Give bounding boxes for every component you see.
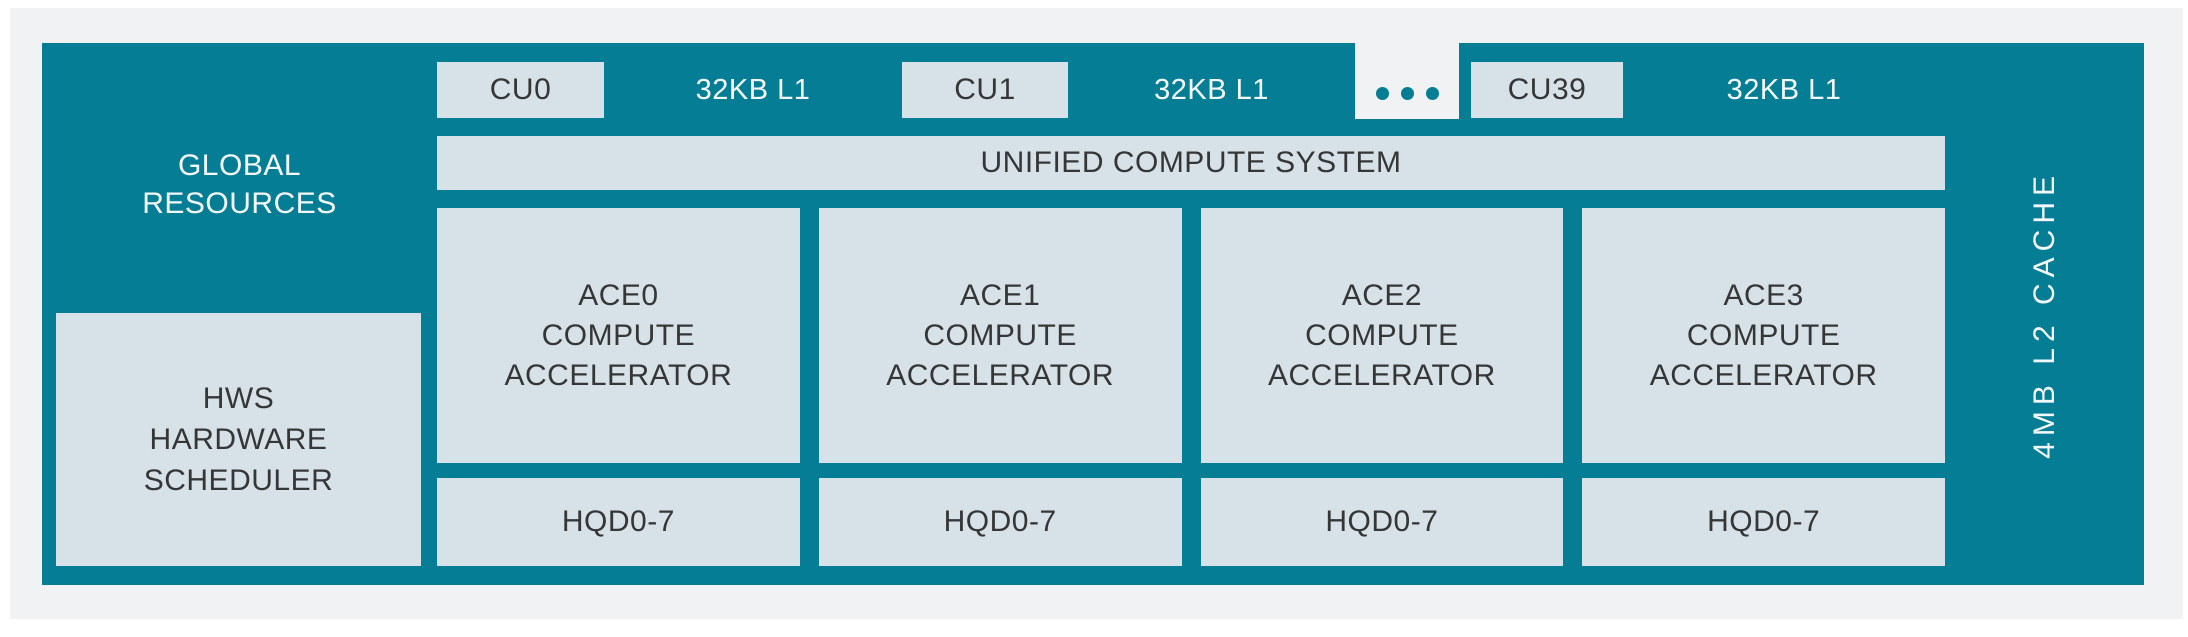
hqd-row: HQD0-7 HQD0-7 HQD0-7 HQD0-7 [437,478,1945,566]
ace1-line: ACE1 [959,278,1041,312]
l1-cache-label-1: 32KB L1 [604,62,902,118]
cu0-label: CU0 [489,73,552,106]
l1-cache-label-2: 32KB L1 [1068,62,1355,118]
cu0-box: CU0 [437,62,604,118]
ace0-hqd-box: HQD0-7 [437,478,800,566]
ace3-hqd-box: HQD0-7 [1582,478,1945,566]
ace3-line: ACCELERATOR [1649,358,1878,392]
l1-cache-text: 32KB L1 [1154,73,1269,106]
ace3-box: ACE3 COMPUTE ACCELERATOR [1582,208,1945,463]
ace2-hqd-box: HQD0-7 [1200,478,1564,566]
ace2-hqd-label: HQD0-7 [1325,505,1439,538]
ellipsis-dot-icon [1400,86,1414,100]
hws-line: HARDWARE [149,423,328,456]
ace2-line: COMPUTE [1305,318,1459,352]
ace1-hqd-box: HQD0-7 [818,478,1182,566]
cu39-box: CU39 [1471,62,1623,118]
ace0-line: COMPUTE [541,318,696,352]
ace3-hqd-label: HQD0-7 [1707,505,1821,538]
cu1-label: CU1 [954,73,1016,106]
ace0-hqd-label: HQD0-7 [561,505,675,538]
unified-compute-system-bar: UNIFIED COMPUTE SYSTEM [437,136,1945,190]
ace3-line: ACE3 [1723,278,1804,312]
l2-cache-strip: 4MB L2 CACHE [1945,43,2144,585]
ace1-line: COMPUTE [923,318,1077,352]
ace0-line: ACCELERATOR [504,358,733,392]
ace3-line: COMPUTE [1686,318,1841,352]
global-resources-line: RESOURCES [142,187,337,220]
cu39-label: CU39 [1507,73,1587,106]
unified-compute-system-label: UNIFIED COMPUTE SYSTEM [980,146,1402,179]
l1-cache-text: 32KB L1 [695,73,811,106]
ace0-line: ACE0 [578,278,659,312]
global-resources-label: GLOBAL RESOURCES [42,147,437,223]
figure-background: GLOBAL RESOURCES HWS HARDWARE SCHEDULER … [10,8,2183,619]
ace2-line: ACE2 [1341,278,1423,312]
ace2-line: ACCELERATOR [1267,358,1496,392]
ace1-hqd-label: HQD0-7 [943,505,1057,538]
hws-line: SCHEDULER [143,464,334,497]
l1-cache-text: 32KB L1 [1726,73,1842,106]
ellipsis-dot-icon [1425,86,1439,100]
ellipsis-dot-icon [1375,86,1389,100]
ace0-box: ACE0 COMPUTE ACCELERATOR [437,208,800,463]
l1-cache-label-3: 32KB L1 [1623,62,1945,118]
cu1-box: CU1 [902,62,1068,118]
cu-continuation-notch [1355,43,1459,119]
gpu-die-block: GLOBAL RESOURCES HWS HARDWARE SCHEDULER … [42,43,2144,585]
global-resources-line: GLOBAL [177,149,302,182]
l2-cache-label: 4MB L2 CACHE [2027,169,2061,459]
ace2-box: ACE2 COMPUTE ACCELERATOR [1200,208,1564,463]
ace-row: ACE0 COMPUTE ACCELERATOR ACE1 COMPUTE AC… [437,208,1945,463]
hws-hardware-scheduler-box: HWS HARDWARE SCHEDULER [56,313,421,566]
ace1-line: ACCELERATOR [886,358,1115,392]
hws-line: HWS [202,382,275,415]
ace1-box: ACE1 COMPUTE ACCELERATOR [818,208,1182,463]
